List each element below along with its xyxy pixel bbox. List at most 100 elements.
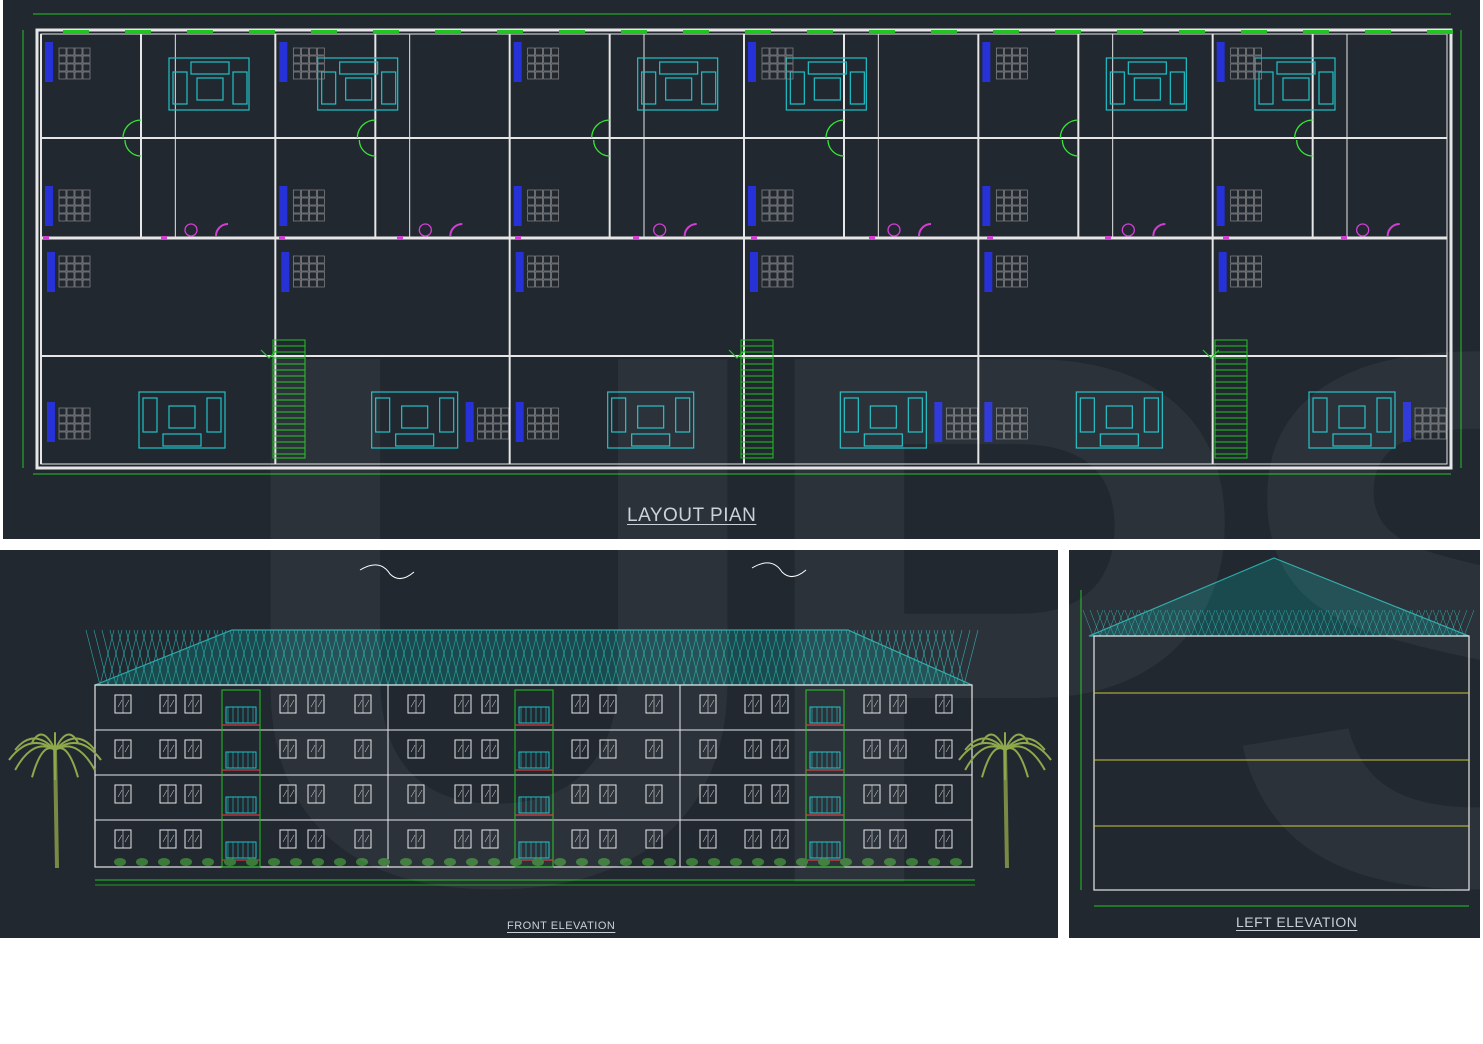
roof-tile-line <box>355 629 371 686</box>
bed-cell <box>300 189 309 198</box>
window-glass <box>357 789 363 798</box>
window-glass <box>457 789 463 798</box>
window-glass <box>899 789 905 798</box>
roof-tile-line <box>1404 609 1416 637</box>
shrub <box>400 858 412 866</box>
coffee-table <box>637 405 665 429</box>
stair-arrow <box>728 349 746 359</box>
bed-cell <box>66 47 75 56</box>
bed-cell <box>74 255 83 264</box>
window-glass <box>289 699 295 708</box>
roof-tile-line <box>195 629 211 686</box>
bed-cell <box>292 263 301 272</box>
window <box>889 829 907 849</box>
bed-cell <box>292 197 301 206</box>
bed-cell <box>1003 197 1012 206</box>
column-marker <box>1105 236 1111 240</box>
bed-headboard <box>984 402 993 442</box>
roof-tile-line <box>1309 609 1321 637</box>
roof-tile-line <box>437 629 453 686</box>
sofa <box>339 61 379 75</box>
window-glass <box>169 744 175 753</box>
bed-cell <box>300 55 309 64</box>
roof-tile-line <box>293 629 309 686</box>
roof-tile-line <box>579 629 595 686</box>
roof-tile-line <box>811 629 827 686</box>
window-glass <box>457 744 463 753</box>
bed-cell <box>1254 263 1263 272</box>
bed-cell <box>493 431 502 440</box>
toilet <box>653 223 667 237</box>
window-glass <box>282 699 288 708</box>
bed-cell <box>785 189 794 198</box>
window-glass <box>702 699 708 708</box>
bed-headboard <box>279 42 288 82</box>
bed-cell <box>527 197 536 206</box>
balcony-railing <box>518 706 550 724</box>
bed-cell <box>527 71 536 80</box>
roof-tile-line <box>365 629 381 686</box>
bed-cell <box>316 279 325 288</box>
column-marker <box>1341 236 1347 240</box>
shrub <box>730 858 742 866</box>
bed-cell <box>1003 55 1012 64</box>
roof-tile-line <box>1302 609 1314 637</box>
roof-tile-line <box>963 629 979 686</box>
bed-cell <box>1246 197 1255 206</box>
shrub <box>620 858 632 866</box>
roof-tile-line <box>539 629 555 686</box>
shrub <box>818 858 830 866</box>
roof-tile-line <box>1260 609 1272 637</box>
shower <box>215 223 229 237</box>
window <box>454 829 472 849</box>
window-glass <box>417 789 423 798</box>
window-glass <box>574 744 580 753</box>
bed-cell <box>543 213 552 222</box>
roof-tile-line <box>707 629 723 686</box>
window <box>114 694 132 714</box>
roof-tile-line <box>1446 609 1458 637</box>
bed-cell <box>777 55 786 64</box>
roof-tile-line <box>893 629 909 686</box>
bed-cell <box>1238 205 1247 214</box>
window-glass <box>774 699 780 708</box>
sofa <box>659 61 699 75</box>
roof-tile-line <box>827 629 843 686</box>
window-glass <box>873 834 879 843</box>
coffee-table <box>196 77 224 101</box>
bed-cell <box>1011 71 1020 80</box>
roof-tile-line <box>323 629 339 686</box>
bed-headboard <box>515 252 524 292</box>
bed-cell <box>1003 213 1012 222</box>
bed-cell <box>777 71 786 80</box>
window <box>744 739 762 759</box>
window <box>481 784 499 804</box>
roof-tile-line <box>701 629 717 686</box>
column-marker <box>1223 236 1229 240</box>
roof-tile-line <box>259 629 275 686</box>
bed-cell <box>1230 271 1239 280</box>
bed-cell <box>308 271 317 280</box>
bed-cell <box>74 213 83 222</box>
roof-tile-line <box>459 629 475 686</box>
roof-tile-line <box>1411 609 1423 637</box>
bed-cell <box>308 197 317 206</box>
roof-tile-line <box>643 629 659 686</box>
bed-cell <box>1238 263 1247 272</box>
roof-tile-line <box>851 629 867 686</box>
palm-tree <box>958 731 1052 869</box>
living-room-furniture <box>138 391 226 449</box>
roof-tile-line <box>1208 609 1220 637</box>
door-swing <box>124 139 142 157</box>
bed-cell <box>1011 197 1020 206</box>
roof-tile-line <box>675 629 691 686</box>
bed-cell <box>961 415 970 424</box>
bed-cell <box>74 205 83 214</box>
window-glass <box>945 744 951 753</box>
roof-tile-line <box>1316 609 1328 637</box>
bed-cell <box>82 213 91 222</box>
bed-cell <box>308 189 317 198</box>
bed-cell <box>1422 423 1431 432</box>
roof-tile-line <box>451 629 467 686</box>
window-glass <box>702 789 708 798</box>
